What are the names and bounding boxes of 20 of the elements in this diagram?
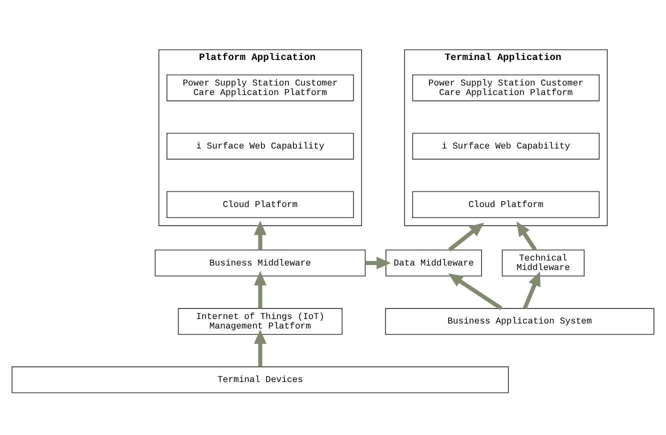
node-box: Data Middleware <box>386 249 482 276</box>
node-box: i Surface Web Capability <box>412 132 600 160</box>
node-box: Technical Middleware <box>502 249 585 276</box>
arrow <box>448 272 502 310</box>
node-box: Cloud Platform <box>166 190 354 218</box>
node-box: i Surface Web Capability <box>166 132 354 160</box>
arrow <box>254 328 267 366</box>
arrow <box>254 270 267 308</box>
node-box: Power Supply Station Customer Care Application Platform <box>166 74 354 101</box>
node-box: Power Supply Station Customer Care Application Platform <box>412 74 600 101</box>
arrow <box>522 270 540 309</box>
arrow <box>448 222 484 251</box>
node-box: Cloud Platform <box>412 190 600 218</box>
node-box: Terminal Devices <box>12 366 509 393</box>
arrow <box>516 220 537 250</box>
node-box: Business Application System <box>385 308 654 334</box>
arrow <box>254 220 267 250</box>
node-box: Business Middleware <box>154 249 366 276</box>
arrow <box>365 256 391 269</box>
node-box: Internet of Things (IoT) Management Platform <box>178 308 343 334</box>
